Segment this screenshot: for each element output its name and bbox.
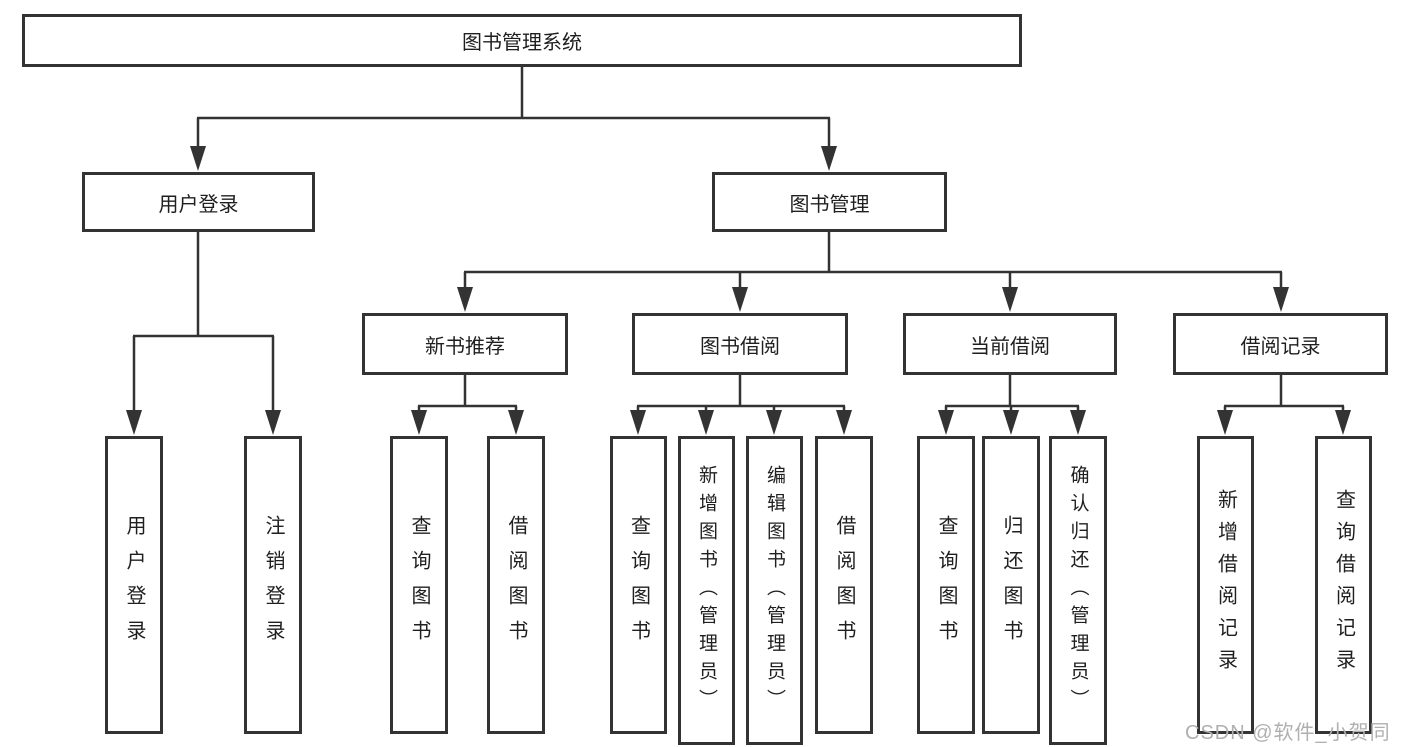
leaf-query-books-recommend: 查询图书	[390, 436, 448, 734]
leaf-return-books: 归还图书	[982, 436, 1040, 734]
leaf-user-login: 用户登录	[105, 436, 163, 734]
leaf-label: 归还图书	[1000, 515, 1022, 655]
leaf-query-books-borrow: 查询图书	[610, 436, 667, 734]
node-user-login: 用户登录	[82, 172, 315, 232]
leaf-label: 新增图书（管理员）	[696, 464, 717, 717]
leaf-label: 查询图书	[627, 515, 650, 655]
leaf-label: 注销登录	[262, 515, 284, 655]
leaf-confirm-return-admin: 确认归还（管理员）	[1049, 436, 1107, 745]
node-label: 图书管理	[789, 193, 870, 216]
leaf-borrow-books: 借阅图书	[815, 436, 873, 734]
leaf-edit-books-admin: 编辑图书（管理员）	[746, 436, 803, 745]
leaf-label: 借阅图书	[833, 515, 855, 655]
node-borrow-records: 借阅记录	[1173, 313, 1388, 375]
leaf-label: 查询图书	[935, 515, 957, 655]
leaf-label: 确认归还（管理员）	[1067, 464, 1089, 717]
leaf-label: 查询借阅记录	[1332, 489, 1355, 681]
leaf-label: 借阅图书	[505, 515, 527, 655]
leaf-label: 查询图书	[408, 515, 430, 655]
node-label: 用户登录	[158, 193, 239, 216]
arrowheads	[126, 146, 1351, 435]
node-new-book-recommend: 新书推荐	[362, 313, 568, 375]
node-label: 当前借阅	[970, 335, 1050, 358]
leaf-query-books-current: 查询图书	[917, 436, 975, 734]
leaf-add-books-admin: 新增图书（管理员）	[678, 436, 735, 745]
node-label: 借阅记录	[1240, 335, 1321, 358]
leaf-label: 用户登录	[123, 515, 145, 655]
leaf-logout: 注销登录	[244, 436, 302, 734]
node-label: 图书管理系统	[462, 32, 582, 54]
node-library-management-system: 图书管理系统	[22, 14, 1022, 67]
leaf-query-borrow-record: 查询借阅记录	[1315, 436, 1372, 734]
node-book-borrow: 图书借阅	[632, 313, 848, 375]
leaf-label: 新增借阅记录	[1214, 489, 1237, 681]
node-current-borrow: 当前借阅	[903, 313, 1117, 375]
leaf-borrow-books-recommend: 借阅图书	[487, 436, 545, 734]
leaf-add-borrow-record: 新增借阅记录	[1197, 436, 1254, 734]
leaf-label: 编辑图书（管理员）	[764, 464, 785, 717]
node-book-management: 图书管理	[712, 172, 947, 232]
node-label: 图书借阅	[700, 335, 780, 358]
node-label: 新书推荐	[425, 335, 505, 358]
csdn-watermark: CSDN @软件_小贺同学	[1185, 722, 1391, 744]
